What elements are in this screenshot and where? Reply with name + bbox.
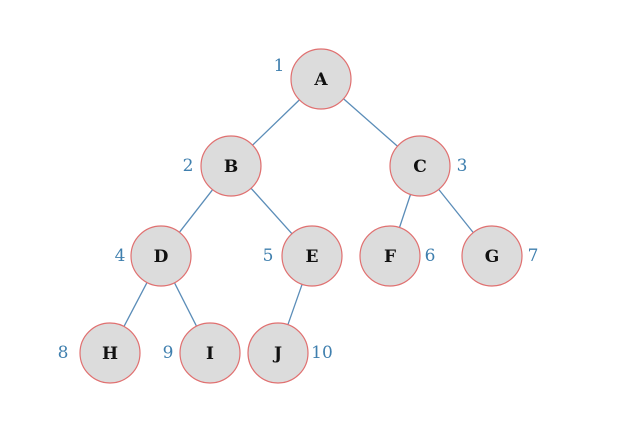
node-index-label: 6: [425, 246, 436, 266]
node-label: B: [224, 157, 238, 177]
node-label: G: [485, 247, 500, 267]
edge-a-c: [343, 98, 398, 147]
node-index-label: 2: [183, 156, 194, 176]
node-index-label: 10: [311, 343, 333, 363]
node-index-label: 3: [457, 156, 468, 176]
node-circle: [281, 225, 343, 287]
edge-b-e: [250, 187, 293, 235]
tree-node-a: A1: [274, 48, 352, 110]
node-circle: [461, 225, 523, 287]
node-index-label: 1: [274, 56, 285, 76]
node-circle: [200, 135, 262, 197]
node-index-label: 8: [58, 343, 69, 363]
edge-d-h: [123, 282, 148, 327]
node-circle: [179, 322, 241, 384]
tree-edges: [123, 98, 474, 327]
node-index-label: 4: [115, 246, 126, 266]
node-label: H: [102, 344, 118, 364]
node-circle: [130, 225, 192, 287]
node-label: I: [206, 344, 214, 364]
tree-node-i: I9: [163, 322, 241, 384]
edge-d-i: [173, 282, 198, 327]
node-index-label: 7: [528, 246, 539, 266]
edge-e-j: [287, 284, 303, 325]
edge-a-b: [252, 99, 300, 146]
tree-node-b: B2: [183, 135, 262, 197]
tree-node-e: E5: [263, 225, 343, 287]
node-label: D: [154, 247, 169, 267]
node-circle: [247, 322, 309, 384]
tree-node-h: H8: [58, 322, 141, 384]
node-circle: [389, 135, 451, 197]
node-index-label: 9: [163, 343, 174, 363]
edge-c-f: [398, 194, 412, 228]
node-circle: [290, 48, 352, 110]
edge-b-d: [178, 189, 214, 233]
node-label: F: [384, 247, 396, 267]
tree-node-d: D4: [115, 225, 192, 287]
node-label: E: [306, 247, 319, 267]
node-circle: [79, 322, 141, 384]
node-circle: [359, 225, 421, 287]
node-label: C: [413, 157, 427, 177]
node-index-label: 5: [263, 246, 274, 266]
node-label: J: [272, 344, 282, 364]
tree-node-j: J 10: [247, 322, 333, 384]
edge-c-g: [438, 188, 474, 234]
node-label: A: [313, 70, 328, 90]
